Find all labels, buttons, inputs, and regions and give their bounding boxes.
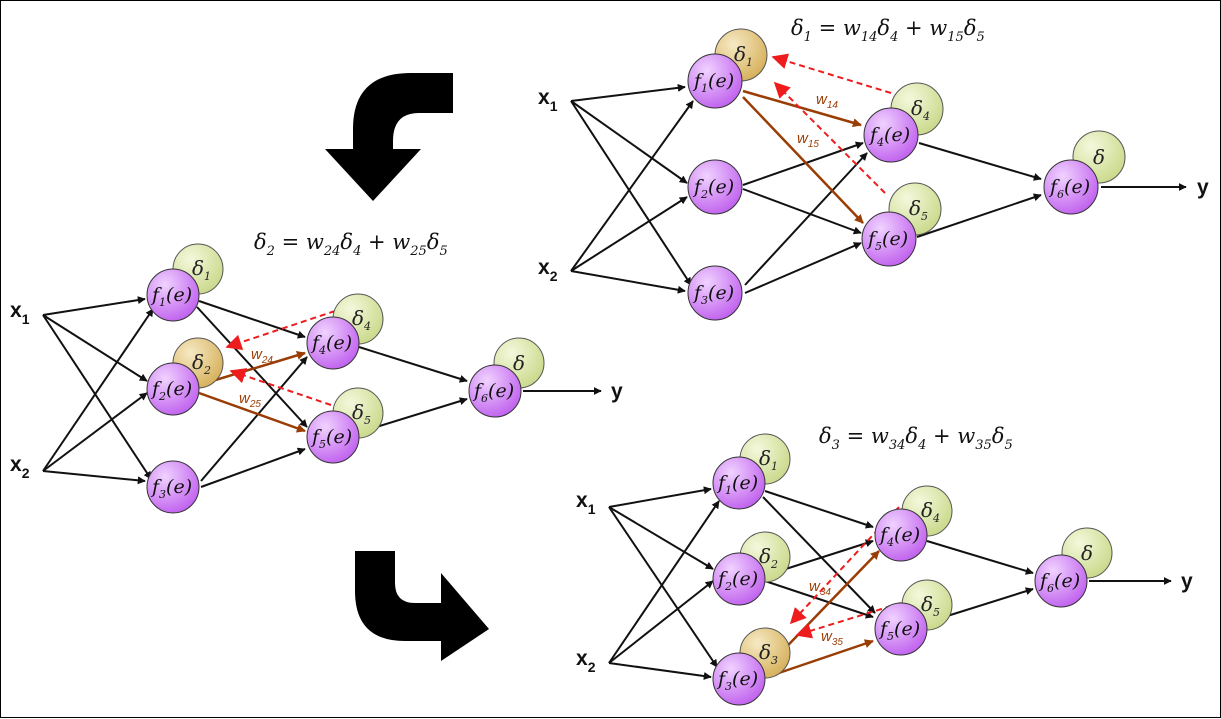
panel-top: δ1 = w14δ4 + w15δ5 w14: [538, 16, 1209, 321]
svg-text:δ2: δ2: [759, 544, 778, 571]
svg-text:f2(e): f2(e): [150, 378, 192, 403]
svg-text:f3(e): f3(e): [150, 476, 192, 501]
svg-text:δ1: δ1: [192, 256, 211, 283]
svg-text:δ5: δ5: [921, 592, 940, 619]
svg-text:f6(e): f6(e): [1048, 176, 1090, 201]
neuron-bottom-5: f5(e): [874, 602, 928, 656]
neuron-left-3: f3(e): [146, 460, 200, 514]
svg-text:δ4: δ4: [911, 96, 930, 123]
svg-text:f6(e): f6(e): [472, 380, 514, 405]
input-label-x1-bottom: x1: [576, 489, 596, 517]
weight-label-left-1: w24: [251, 346, 273, 366]
svg-text:δ: δ: [513, 351, 525, 375]
step-arrow-left-to-bottom: [355, 551, 489, 661]
output-label-y-bottom: y: [1181, 570, 1193, 593]
neuron-top-5: f5(e): [861, 211, 917, 267]
neuron-left-6: f6(e): [468, 364, 522, 418]
neuron-left-5: f5(e): [306, 410, 360, 464]
equation-bottom: δ3 = w34δ4 + w35δ5: [819, 424, 1013, 453]
neuron-top-6: f6(e): [1043, 159, 1099, 215]
svg-text:f4(e): f4(e): [310, 332, 352, 357]
input-label-x1-top: x1: [538, 86, 558, 114]
svg-text:δ: δ: [1093, 145, 1105, 169]
svg-text:f5(e): f5(e): [866, 228, 908, 253]
neuron-top-4: f4(e): [863, 107, 919, 163]
neuron-top-3: f3(e): [687, 265, 743, 321]
svg-text:δ2: δ2: [192, 350, 211, 377]
input-label-x1-left: x1: [10, 299, 30, 327]
svg-text:f5(e): f5(e): [310, 426, 352, 451]
svg-text:f4(e): f4(e): [878, 524, 920, 549]
svg-text:f4(e): f4(e): [868, 124, 910, 149]
svg-text:f2(e): f2(e): [716, 568, 758, 593]
svg-text:δ4: δ4: [352, 306, 371, 333]
svg-text:f5(e): f5(e): [878, 618, 920, 643]
panel-bottom: δ3 = w34δ4 + w35δ5 w34 w35 x1: [576, 424, 1193, 706]
neuron-left-2: f2(e): [146, 362, 200, 416]
svg-text:f3(e): f3(e): [692, 282, 734, 307]
equation-top: δ1 = w14δ4 + w15δ5: [791, 16, 985, 45]
svg-text:f1(e): f1(e): [716, 472, 758, 497]
neuron-bottom-3: f3(e): [712, 652, 766, 706]
equation-left: δ2 = w24δ4 + w25δ5: [254, 230, 448, 259]
input-label-x2-left: x2: [10, 453, 30, 481]
svg-text:δ1: δ1: [734, 42, 753, 69]
neuron-bottom-2: f2(e): [712, 552, 766, 606]
svg-text:f3(e): f3(e): [716, 668, 758, 693]
neuron-top-1: f1(e): [687, 53, 743, 109]
svg-text:δ3: δ3: [759, 640, 778, 667]
svg-text:f2(e): f2(e): [692, 176, 734, 201]
svg-text:f1(e): f1(e): [692, 70, 734, 95]
step-arrow-top-to-left: [325, 73, 453, 201]
svg-text:δ1: δ1: [759, 446, 778, 473]
weight-label-top-1: w14: [816, 91, 838, 111]
neuron-left-1: f1(e): [146, 268, 200, 322]
svg-text:f1(e): f1(e): [150, 284, 192, 309]
weight-label-left-2: w25: [239, 390, 261, 410]
weight-label-bottom-2: w35: [821, 628, 843, 648]
weight-label-bottom-1: w34: [809, 578, 831, 598]
svg-text:δ: δ: [1081, 541, 1093, 565]
neuron-bottom-1: f1(e): [712, 456, 766, 510]
input-label-x2-top: x2: [538, 256, 558, 284]
neuron-top-2: f2(e): [687, 159, 743, 215]
svg-text:δ4: δ4: [921, 498, 940, 525]
output-label-y-left: y: [611, 380, 623, 403]
svg-text:δ5: δ5: [909, 196, 928, 223]
weight-label-top-2: w15: [797, 130, 819, 150]
panel-left: δ2 = w24δ4 + w25δ5 w24 w25 x1: [10, 230, 623, 514]
neuron-left-4: f4(e): [306, 316, 360, 370]
neuron-bottom-4: f4(e): [874, 508, 928, 562]
input-label-x2-bottom: x2: [576, 647, 596, 675]
svg-text:δ5: δ5: [352, 400, 371, 427]
output-label-y-top: y: [1197, 176, 1209, 199]
svg-text:f6(e): f6(e): [1038, 570, 1080, 595]
neuron-bottom-6: f6(e): [1034, 554, 1088, 608]
